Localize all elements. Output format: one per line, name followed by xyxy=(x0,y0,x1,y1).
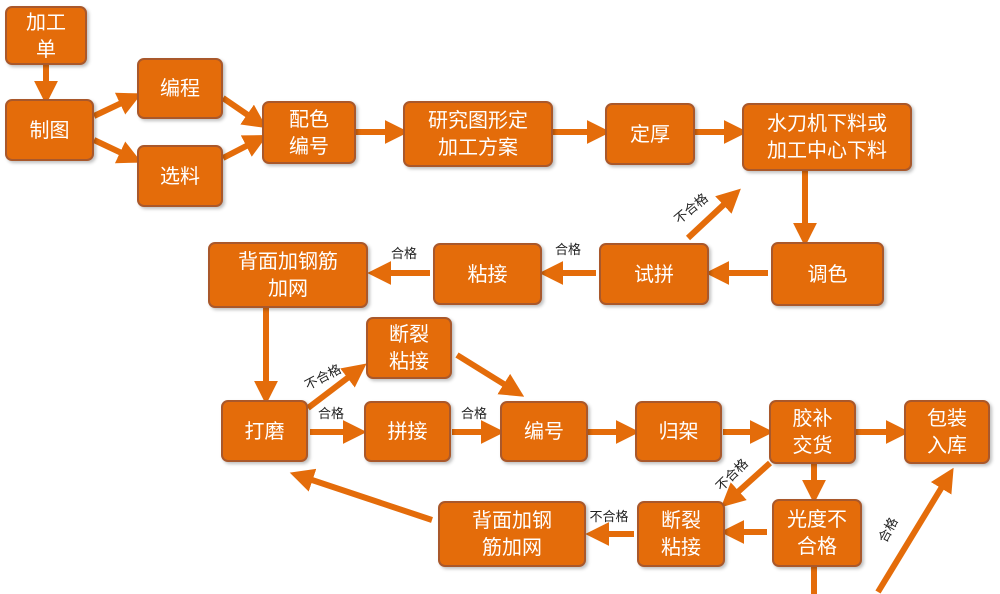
node-break-bond-1: 断裂 粘接 xyxy=(366,317,452,379)
node-rebar-back-2: 背面加钢 筋加网 xyxy=(438,501,586,567)
arrow-gluedeliver-to-breakbond2 xyxy=(720,460,773,508)
node-drawing: 制图 xyxy=(5,99,94,161)
node-order: 加工 单 xyxy=(5,6,87,65)
arrow-breakbond-to-number xyxy=(455,352,525,397)
label-pass-splice: 合格 xyxy=(461,406,487,422)
arrow-trialfit-to-cutting xyxy=(685,188,741,241)
label-pass-bottom: 合格 xyxy=(875,515,901,545)
label-pass-bond: 合格 xyxy=(391,246,417,262)
node-splice: 拼接 xyxy=(364,401,451,462)
arrow-programming-to-colormatch xyxy=(221,95,267,129)
label-pass-grind: 合格 xyxy=(318,406,344,422)
node-color-match: 配色 编号 xyxy=(262,101,356,164)
node-number: 编号 xyxy=(500,401,588,462)
node-shelve: 归架 xyxy=(635,401,722,462)
node-cutting: 水刀机下料或 加工中心下料 xyxy=(742,103,912,171)
node-trial-fit: 试拼 xyxy=(599,243,709,305)
arrow-drawing-to-material xyxy=(92,137,142,164)
label-pass-trialfit: 合格 xyxy=(555,242,581,258)
node-grind: 打磨 xyxy=(221,400,308,462)
node-pack-store: 包装 入库 xyxy=(904,400,990,464)
arrow-drawing-to-programming xyxy=(92,92,142,119)
node-rebar-back-1: 背面加钢筋 加网 xyxy=(208,242,368,308)
node-material-select: 选料 xyxy=(137,145,223,207)
node-gloss-fail: 光度不 合格 xyxy=(772,499,862,567)
node-bond-1: 粘接 xyxy=(433,243,542,305)
arrow-material-to-colormatch xyxy=(221,135,268,161)
arrow-grind-to-breakbond xyxy=(306,363,367,411)
node-color-adjust: 调色 xyxy=(771,242,884,306)
node-thickness: 定厚 xyxy=(605,103,695,165)
arrow-rebar2-to-grind xyxy=(289,468,433,523)
label-fail-glossfail: 不合格 xyxy=(589,509,628,525)
arrow-bottom-to-pack xyxy=(875,467,954,594)
node-plan: 研究图形定 加工方案 xyxy=(403,101,553,167)
node-break-bond-2: 断裂 粘接 xyxy=(637,501,725,567)
node-programming: 编程 xyxy=(137,58,223,119)
node-glue-deliver: 胶补 交货 xyxy=(769,400,856,464)
